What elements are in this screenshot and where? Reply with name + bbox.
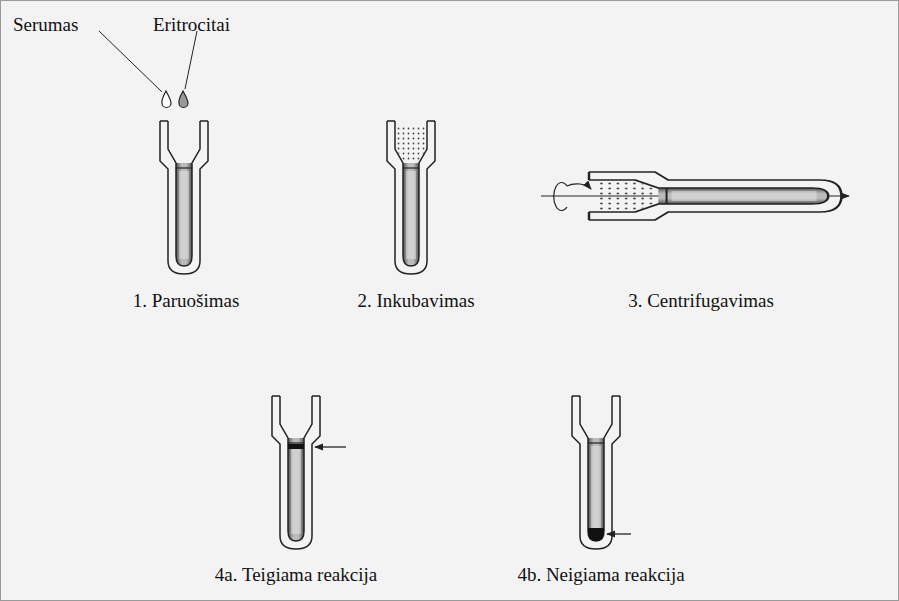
step-caption: 1. Paruošimas [133,291,240,312]
leader-line [99,31,162,92]
part-label: Serumas [13,15,78,36]
pointer-arrow [315,446,346,447]
leader-line [185,31,197,89]
gel-tube [589,172,841,220]
gel-tube [272,396,320,549]
step-caption: 4a. Teigiama reakcija [215,565,377,586]
rotation-arrow [554,183,567,211]
step-caption: 3. Centrifugavimas [628,291,774,312]
step-caption: 2. Inkubavimas [357,291,474,312]
gel-tube [387,121,435,274]
gel-tube [572,396,620,549]
rotation-arrow [567,184,591,189]
gel-tube [160,121,208,274]
pointer-arrow [607,533,631,534]
cell-drop [179,91,188,108]
part-label: Eritrocitai [153,15,230,36]
serum-drop [162,91,171,108]
step-caption: 4b. Neigiama reakcija [517,565,684,586]
